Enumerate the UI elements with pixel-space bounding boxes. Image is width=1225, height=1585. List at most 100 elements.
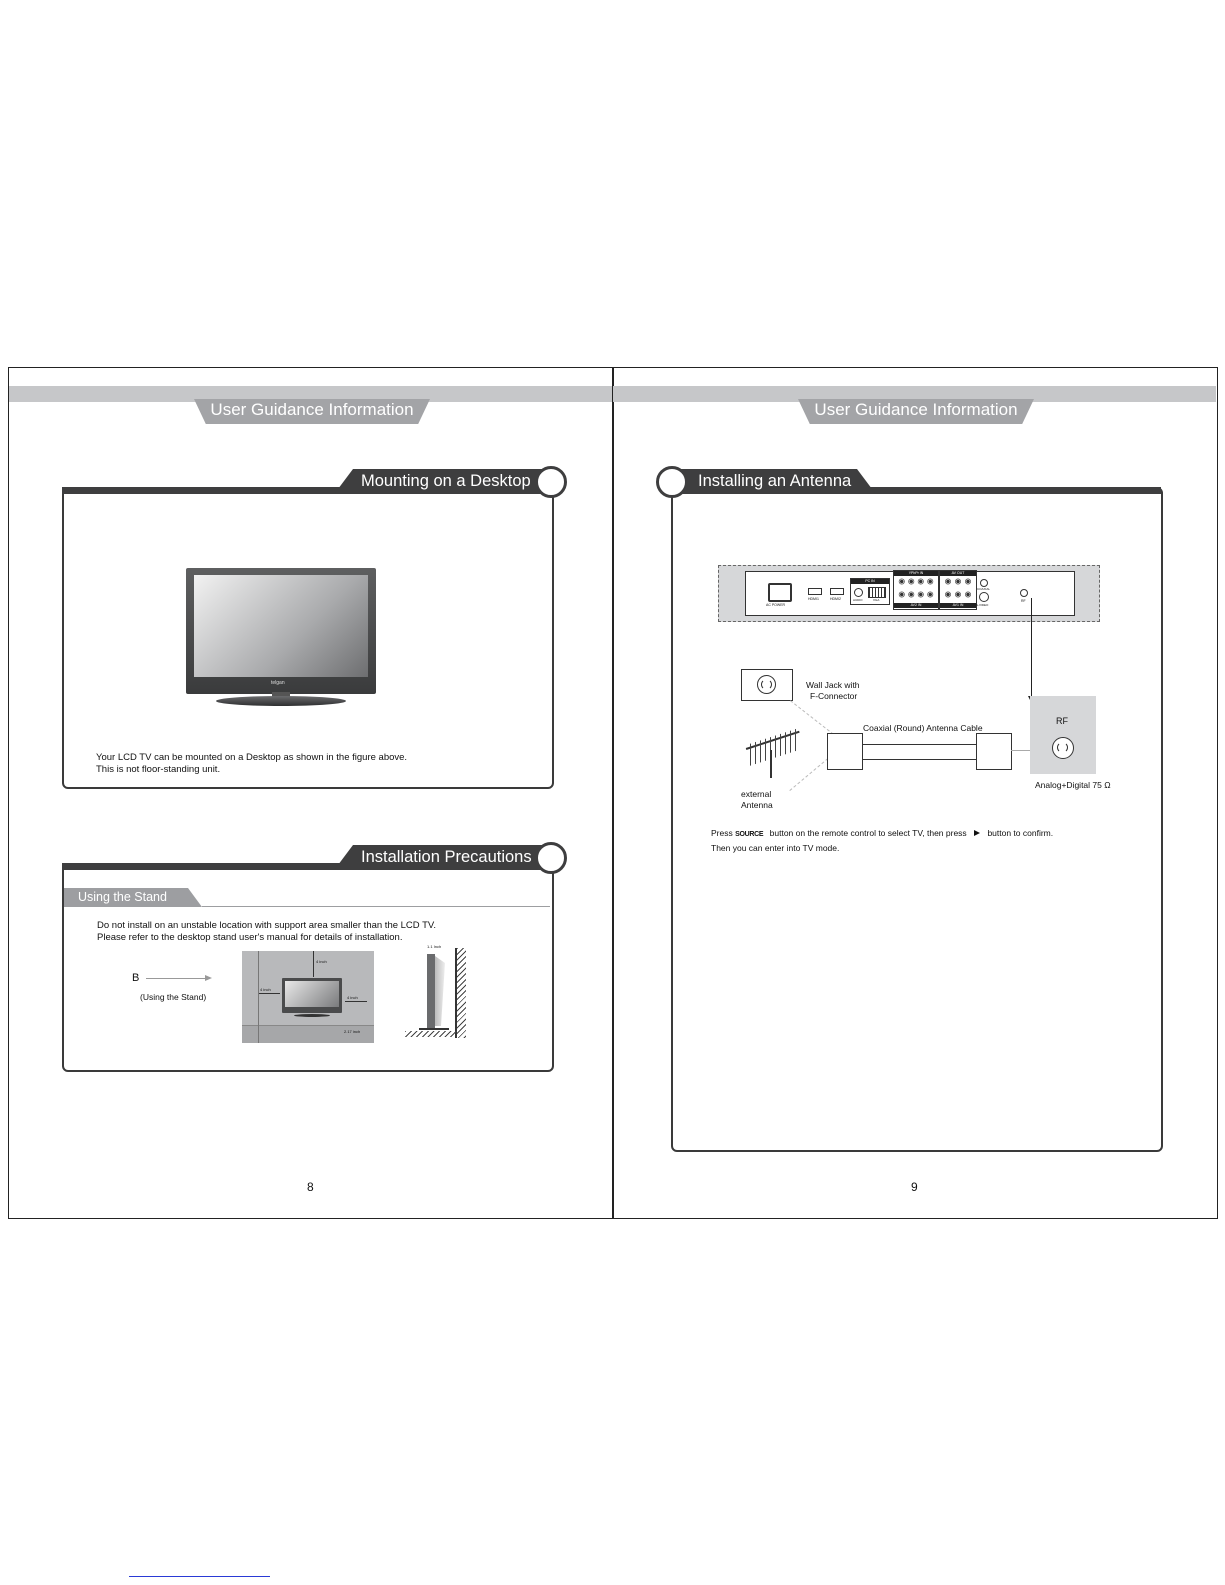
- clear-left-line: [258, 993, 280, 994]
- cable-plug-right: [976, 733, 1012, 770]
- cable-label: Coaxial (Round) Antenna Cable: [863, 723, 983, 733]
- section-circle-icon: [656, 466, 688, 498]
- antenna-mast: [770, 750, 772, 778]
- av-out-jacks: [943, 578, 973, 585]
- rf-spec-label: Analog+Digital 75 Ω: [1035, 780, 1111, 790]
- cable-plug-left: [827, 733, 863, 770]
- vga-label: VGA: [873, 598, 880, 602]
- marker-b: B: [132, 972, 140, 984]
- side-clear-label: 1.1 Inch: [427, 944, 442, 949]
- room-tv-base: [294, 1014, 330, 1017]
- room-tv-screen: [285, 981, 339, 1007]
- av1-jacks: [943, 591, 973, 598]
- hdmi2-label: HDMI2: [830, 597, 841, 601]
- footer-link-underline: [129, 1576, 270, 1577]
- wall-jack-label-2: F-Connector: [810, 691, 858, 701]
- side-tv-shadow: [435, 956, 445, 1026]
- antenna-instruction-2: Then you can enter into TV mode.: [711, 843, 840, 853]
- pc-in-header: PC IN: [851, 579, 889, 584]
- hdmi1-label: HDMI1: [808, 597, 819, 601]
- clear-left-label: 4 inch: [260, 987, 271, 992]
- mounting-desktop-title-text: Mounting on a Desktop: [361, 472, 531, 490]
- section-header-bar: [667, 487, 1161, 494]
- wall-jack-connector-icon: [757, 675, 776, 694]
- rf-connector-inner-ring: [1057, 742, 1068, 753]
- av-out-block: AV OUT AV1 IN: [939, 570, 977, 610]
- source-button-label: SOURCE: [735, 831, 764, 838]
- ypbpr-block: YPbPr IN AV2 IN: [893, 570, 939, 610]
- section-header-bar: [62, 487, 554, 494]
- rf-panel-label: RF: [1021, 599, 1026, 603]
- tv-base: [216, 696, 346, 706]
- wall-jack-box: [741, 669, 793, 701]
- room-floor-line: [242, 1025, 374, 1026]
- antenna-label-2: Antenna: [741, 800, 773, 810]
- mounting-caption-2: This is not floor-standing unit.: [96, 764, 221, 775]
- room-left-wall-edge: [258, 951, 259, 1043]
- coaxial-label: COAXIAL: [977, 587, 991, 591]
- wall-jack-label-1: Wall Jack with: [806, 680, 860, 690]
- installation-precautions-title-text: Installation Precautions: [361, 848, 532, 866]
- rf-connector-icon: [1052, 737, 1074, 759]
- coaxial-jack: [980, 579, 988, 587]
- rear-panel: AC POWER HDMI1 HDMI2 PC IN AUDIO VGA YPb…: [745, 570, 1075, 616]
- side-floor-hatch: [405, 1031, 457, 1037]
- clear-bottom-label: 2.17 inch: [344, 1029, 361, 1034]
- left-header-band: [9, 386, 612, 402]
- rf-connection-line: [1031, 598, 1032, 698]
- using-stand-subheader: Using the Stand: [64, 888, 202, 907]
- rf-jack: [1020, 589, 1028, 597]
- marker-arrow-head: [205, 975, 212, 981]
- antenna-icon: [744, 728, 804, 780]
- installing-antenna-title-text: Installing an Antenna: [698, 472, 852, 490]
- svideo-label: S-VIDEO: [976, 603, 989, 607]
- side-view-illustration: 1.1 Inch: [405, 944, 467, 1038]
- pc-in-block: PC IN AUDIO VGA: [850, 578, 890, 605]
- cable-to-rf-line: [1011, 750, 1031, 751]
- tv-screen: [194, 575, 368, 677]
- using-stand-subheader-text: Using the Stand: [78, 890, 167, 904]
- clear-top-line: [313, 951, 314, 977]
- side-tv: [427, 954, 435, 1028]
- clear-top-label: 4 inch: [316, 959, 327, 964]
- side-wall: [455, 948, 457, 1038]
- right-header-title: User Guidance Information: [798, 399, 1034, 424]
- av1-footer: AV1 IN: [940, 603, 976, 608]
- installing-antenna-title: Installing an Antenna: [670, 469, 875, 493]
- tv-brand-label: telgan: [271, 680, 285, 686]
- hdmi2-port: [830, 588, 844, 595]
- precaution-text-1: Do not install on an unstable location w…: [97, 920, 437, 931]
- room-tv: [282, 978, 342, 1013]
- ypbpr-header: YPbPr IN: [894, 571, 938, 576]
- right-arrow-icon: [974, 830, 981, 836]
- antenna-label-1: external: [741, 789, 772, 799]
- mounting-desktop-title: Mounting on a Desktop: [335, 469, 555, 493]
- rf-input-box: [1030, 696, 1096, 774]
- left-header-title: User Guidance Information: [194, 399, 430, 424]
- av2-footer: AV2 IN: [894, 603, 938, 608]
- cable-body: [862, 744, 976, 760]
- installation-precautions-title: Installation Precautions: [335, 845, 555, 869]
- instr-rest-1: button on the remote control to select T…: [769, 828, 967, 838]
- side-wall-hatch: [457, 948, 466, 1038]
- page-number-right: 9: [911, 1180, 918, 1194]
- tv-illustration: telgan: [186, 568, 376, 708]
- side-base: [419, 1028, 449, 1030]
- instr-rest-2: button to confirm.: [987, 828, 1054, 838]
- section-circle-icon: [535, 466, 567, 498]
- rf-input-label: RF: [1056, 716, 1068, 726]
- subheader-rule: [202, 906, 550, 907]
- ac-power-socket: [768, 583, 792, 602]
- hdmi1-port: [808, 588, 822, 595]
- section-header-bar: [62, 863, 554, 870]
- av2-jacks: [897, 591, 935, 598]
- ypbpr-jacks: [897, 578, 935, 585]
- audio-label: AUDIO: [853, 598, 863, 602]
- clear-right-label: 4 inch: [347, 995, 358, 1000]
- tv-neck: [272, 692, 290, 698]
- precaution-text-2: Please refer to the desktop stand user's…: [97, 932, 403, 943]
- ac-power-label: AC POWER: [766, 603, 786, 607]
- antenna-elements: [750, 728, 798, 766]
- room-clearance-illustration: 4 inch 4 inch 4 inch 2.17 inch: [242, 951, 374, 1043]
- marker-caption: (Using the Stand): [140, 992, 207, 1002]
